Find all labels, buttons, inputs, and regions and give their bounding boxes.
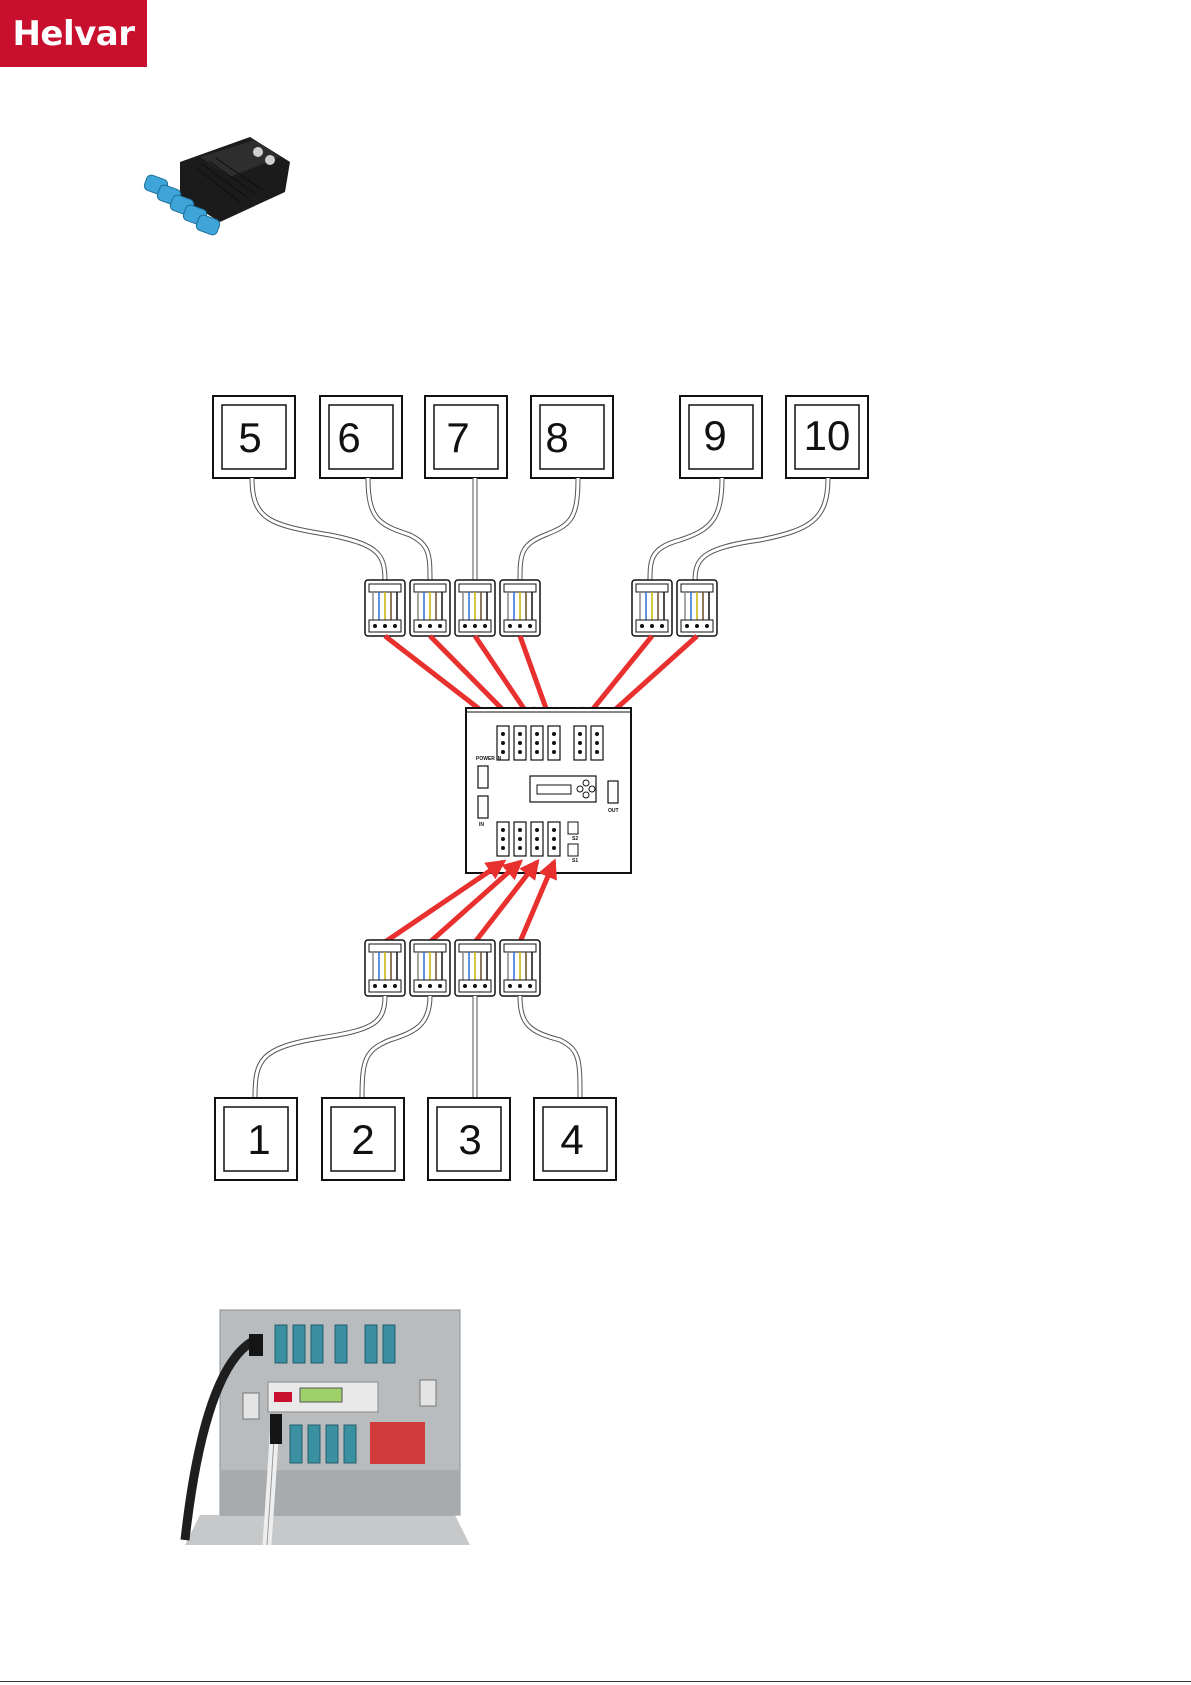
output-label-10: 10	[804, 412, 851, 459]
output-label-5: 5	[238, 414, 261, 461]
s2-label: S2	[572, 836, 578, 842]
output-label-8: 8	[545, 414, 568, 461]
top-plugs	[365, 580, 717, 636]
top-output-boxes: 5 6 7 8 9 10	[213, 396, 868, 478]
output-label-9: 9	[703, 412, 726, 459]
out-label: OUT	[608, 808, 619, 814]
output-label-1: 1	[247, 1116, 270, 1163]
plug-9	[632, 580, 672, 636]
plug-6	[410, 580, 450, 636]
plug-5	[365, 580, 405, 636]
output-box-10: 10	[786, 396, 868, 478]
output-box-6: 6	[320, 396, 402, 478]
output-box-1: 1	[215, 1098, 297, 1180]
plug-3	[455, 940, 495, 996]
output-box-9: 9	[680, 396, 762, 478]
output-label-3: 3	[458, 1116, 481, 1163]
control-unit: POWER IN IN OUT S2 S1	[466, 708, 631, 873]
footer-divider	[0, 1681, 1191, 1682]
output-label-7: 7	[446, 414, 469, 461]
output-box-5: 5	[213, 396, 295, 478]
bottom-cables	[255, 996, 580, 1098]
power-in-label: POWER IN	[476, 756, 502, 762]
plug-4	[500, 940, 540, 996]
output-box-8: 8	[531, 396, 613, 478]
plug-2	[410, 940, 450, 996]
plug-10	[677, 580, 717, 636]
control-unit-photo	[175, 1300, 475, 1550]
output-box-2: 2	[322, 1098, 404, 1180]
output-label-4: 4	[560, 1116, 583, 1163]
output-label-6: 6	[337, 414, 360, 461]
plug-8	[500, 580, 540, 636]
in-label: IN	[479, 822, 484, 828]
bottom-output-boxes: 1 2 3 4	[215, 1098, 616, 1180]
output-label-2: 2	[351, 1116, 374, 1163]
top-cables	[252, 478, 828, 582]
plug-7	[455, 580, 495, 636]
output-box-3: 3	[428, 1098, 510, 1180]
output-box-4: 4	[534, 1098, 616, 1180]
bottom-plugs	[365, 940, 540, 996]
plug-1	[365, 940, 405, 996]
output-box-7: 7	[425, 396, 507, 478]
s1-label: S1	[572, 858, 578, 864]
